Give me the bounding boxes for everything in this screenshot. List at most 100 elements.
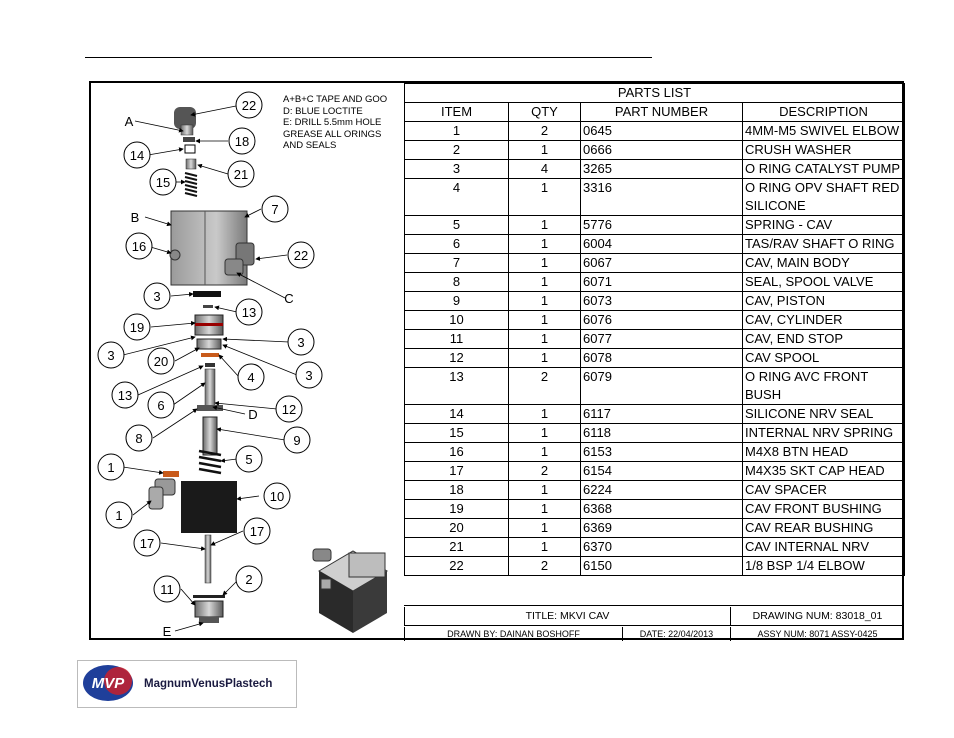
svg-text:3: 3 [107, 348, 114, 363]
cell-part: 6154 [580, 461, 743, 481]
cell-part: 6224 [580, 480, 743, 500]
cell-desc: SILICONE NRV SEAL [741, 404, 906, 424]
cell-qty: 1 [508, 178, 581, 216]
cell-desc: CAV, PISTON [741, 291, 906, 311]
svg-text:3: 3 [153, 289, 160, 304]
cell-part: 0666 [580, 140, 743, 160]
cell-part: 6118 [580, 423, 743, 443]
svg-text:6: 6 [157, 398, 164, 413]
cell-qty: 1 [508, 404, 581, 424]
cell-item: 21 [404, 537, 509, 557]
cell-part: 6077 [580, 329, 743, 349]
svg-text:17: 17 [250, 524, 264, 539]
balloon-16: 16 [125, 232, 153, 260]
col-header-part-number: PART NUMBER [580, 102, 743, 122]
cell-qty: 1 [508, 291, 581, 311]
cell-desc: CAV INTERNAL NRV [741, 537, 906, 557]
cell-qty: 2 [508, 461, 581, 481]
cylinder-10 [181, 481, 237, 533]
cell-part: 6071 [580, 272, 743, 292]
balloon-17: 17 [243, 517, 271, 545]
cell-desc: M4X35 SKT CAP HEAD [741, 461, 906, 481]
cell-desc: SEAL, SPOOL VALVE [741, 272, 906, 292]
cell-desc: 1/8 BSP 1/4 ELBOW [741, 556, 906, 576]
balloon-1: 1 [105, 501, 133, 529]
cell-item: 1 [404, 121, 509, 141]
title-block-row-2: DRAWN BY: DAINAN BOSHOFF DATE: 22/04/201… [404, 627, 904, 641]
svg-text:13: 13 [118, 388, 132, 403]
balloon-9: 9 [283, 426, 311, 454]
cell-desc: O RING AVC FRONT BUSH [741, 367, 906, 405]
cell-qty: 1 [508, 348, 581, 368]
cell-qty: 1 [508, 442, 581, 462]
svg-text:12: 12 [282, 402, 296, 417]
logo-badge-text: MVP [92, 675, 126, 692]
note-line: E: DRILL 5.5mm HOLE [283, 117, 382, 128]
cell-desc: CAV, END STOP [741, 329, 906, 349]
cell-part: 6067 [580, 253, 743, 273]
reference-letter-E: E [163, 624, 172, 638]
balloon-3: 3 [295, 361, 323, 389]
svg-text:22: 22 [294, 248, 308, 263]
cell-part: 5776 [580, 215, 743, 235]
cell-desc: CAV, MAIN BODY [741, 253, 906, 273]
svg-text:22: 22 [242, 98, 256, 113]
piston-9 [202, 416, 218, 456]
svg-text:17: 17 [140, 536, 154, 551]
balloon-3: 3 [97, 341, 125, 369]
cell-qty: 2 [508, 556, 581, 576]
company-logo: MVP MagnumVenusPlastech [77, 660, 297, 708]
cell-part: 6368 [580, 499, 743, 519]
mvp-badge-icon: MVP [83, 665, 133, 701]
cell-item: 7 [404, 253, 509, 273]
spacer-18 [183, 137, 195, 142]
svg-text:20: 20 [154, 354, 168, 369]
cell-desc: CAV SPACER [741, 480, 906, 500]
cell-part: 3265 [580, 159, 743, 179]
cell-qty: 2 [508, 367, 581, 405]
reference-letter-D: D [248, 407, 257, 422]
cell-desc: O RING OPV SHAFT RED SILICONE [741, 178, 906, 216]
balloon-20: 20 [147, 347, 175, 375]
cell-qty: 1 [508, 499, 581, 519]
cell-qty: 1 [508, 423, 581, 443]
col-header-qty: QTY [508, 102, 581, 122]
spring-15 [184, 172, 198, 197]
svg-text:13: 13 [242, 305, 256, 320]
balloon-22: 22 [287, 241, 315, 269]
title-block-row-1: TITLE: MKVI CAV DRAWING NUM: 83018_01 [404, 607, 904, 625]
balloon-14: 14 [123, 141, 151, 169]
cell-item: 19 [404, 499, 509, 519]
cell-item: 4 [404, 178, 509, 216]
balloon-3: 3 [287, 328, 315, 356]
company-name: MagnumVenusPlastech [144, 678, 273, 690]
cell-qty: 1 [508, 140, 581, 160]
cell-qty: 1 [508, 310, 581, 330]
cell-desc: TAS/RAV SHAFT O RING [741, 234, 906, 254]
cell-part: 6370 [580, 537, 743, 557]
assembly-notes: A+B+C TAPE AND GOO D: BLUE LOCTITE E: DR… [283, 94, 387, 152]
balloon-18: 18 [228, 127, 256, 155]
reference-letter-A: A [125, 114, 134, 129]
cell-item: 12 [404, 348, 509, 368]
cell-item: 6 [404, 234, 509, 254]
svg-text:5: 5 [245, 452, 252, 467]
balloon-15: 15 [149, 168, 177, 196]
cell-qty: 1 [508, 272, 581, 292]
drawn-by: DRAWN BY: DAINAN BOSHOFF [404, 627, 622, 641]
cell-desc: SPRING - CAV [741, 215, 906, 235]
